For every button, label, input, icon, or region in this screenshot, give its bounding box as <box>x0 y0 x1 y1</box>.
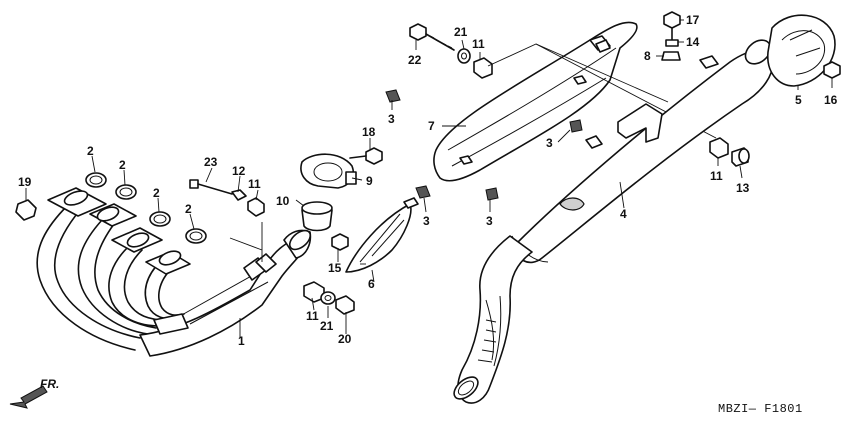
part-11-nut-top <box>473 57 493 79</box>
callout-11: 11 <box>306 309 319 323</box>
part-15-bolt <box>331 233 349 251</box>
part-16-bolt <box>823 61 841 79</box>
callout-5: 5 <box>795 93 802 107</box>
leader-lines <box>25 19 833 338</box>
callout-15: 15 <box>328 261 342 275</box>
part-22-bolt <box>409 23 427 41</box>
part-11-nut-left <box>247 197 265 217</box>
part-7-heat-shield <box>433 21 638 182</box>
part-8-grommet <box>661 51 681 61</box>
callout-11: 11 <box>472 37 485 51</box>
part-20-nut <box>335 295 355 315</box>
part-4-muffler <box>453 39 774 404</box>
callout-1: 1 <box>238 334 245 348</box>
gasket-set <box>85 172 207 244</box>
callout-3: 3 <box>486 214 493 228</box>
callout-10: 10 <box>276 194 290 208</box>
callout-11: 11 <box>248 177 261 191</box>
callout-3: 3 <box>546 136 553 150</box>
part-3-pad-b <box>415 185 431 199</box>
part-11-nut-right <box>709 137 729 159</box>
callout-11: 11 <box>710 169 723 183</box>
callout-23: 23 <box>204 155 218 169</box>
part-18-bolt <box>365 147 383 165</box>
callout-19: 19 <box>18 175 32 189</box>
part-23-bolt <box>189 179 199 189</box>
callout-8: 8 <box>644 49 651 63</box>
callout-2: 2 <box>185 202 192 216</box>
part-3-pad-a <box>385 89 401 103</box>
part-19 <box>15 199 37 221</box>
callout-3: 3 <box>388 112 395 126</box>
callout-13: 13 <box>736 181 750 195</box>
callout-12: 12 <box>232 164 246 178</box>
exhaust-header-pipes <box>36 187 312 357</box>
direction-label: FR. <box>40 377 59 391</box>
callout-17: 17 <box>686 13 700 27</box>
callout-21: 21 <box>454 25 468 39</box>
part-3-pad-c <box>485 187 499 201</box>
callout-3: 3 <box>423 214 430 228</box>
part-5-end-cap <box>767 14 836 87</box>
part-17-bolt <box>663 11 681 29</box>
part-21-washer-top <box>457 48 471 64</box>
callout-16: 16 <box>824 93 838 107</box>
callout-21: 21 <box>320 319 334 333</box>
callout-20: 20 <box>338 332 352 346</box>
callout-2: 2 <box>153 186 160 200</box>
part-21-washer-lower <box>320 291 336 305</box>
callout-labels: 1 2 2 2 2 3 3 3 3 4 5 6 7 8 9 10 11 11 1… <box>18 13 838 348</box>
callout-6: 6 <box>368 277 375 291</box>
callout-14: 14 <box>686 35 700 49</box>
callout-2: 2 <box>87 144 94 158</box>
callout-2: 2 <box>119 158 126 172</box>
part-14-collar <box>665 39 679 47</box>
callout-22: 22 <box>408 53 422 67</box>
callout-9: 9 <box>366 174 373 188</box>
part-12-collar <box>231 189 247 201</box>
callout-4: 4 <box>620 207 627 221</box>
callout-18: 18 <box>362 125 376 139</box>
part-3-pad-d <box>569 119 583 133</box>
figure-code: MBZI— F1801 <box>718 402 803 416</box>
part-6-heat-guard <box>345 203 412 273</box>
callout-7: 7 <box>428 119 435 133</box>
front-direction-arrow: FR. <box>9 377 59 409</box>
